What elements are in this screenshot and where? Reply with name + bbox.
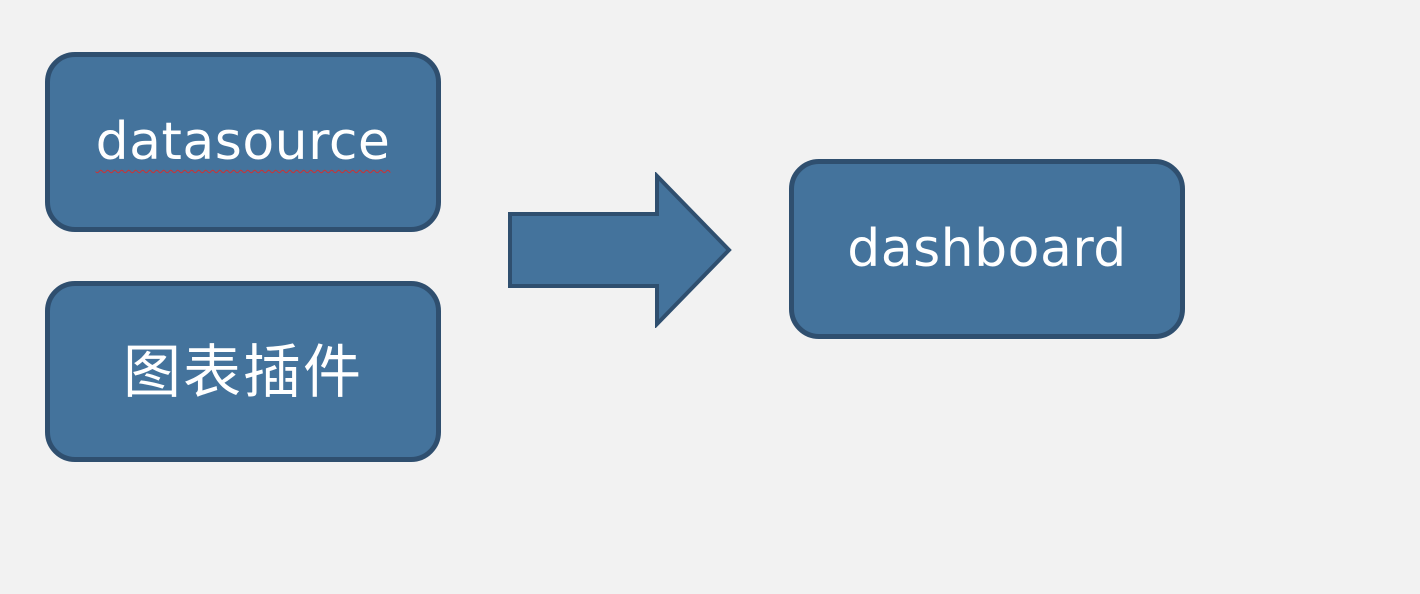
dashboard-node: dashboard: [789, 159, 1185, 339]
datasource-label: datasource: [95, 112, 391, 172]
chart-plugin-node: 图表插件: [45, 281, 441, 462]
dashboard-label: dashboard: [847, 219, 1127, 279]
flow-arrow-icon: [508, 172, 732, 328]
flow-arrow-shape: [508, 172, 732, 328]
chart-plugin-label: 图表插件: [122, 337, 363, 406]
datasource-node: datasource: [45, 52, 441, 232]
